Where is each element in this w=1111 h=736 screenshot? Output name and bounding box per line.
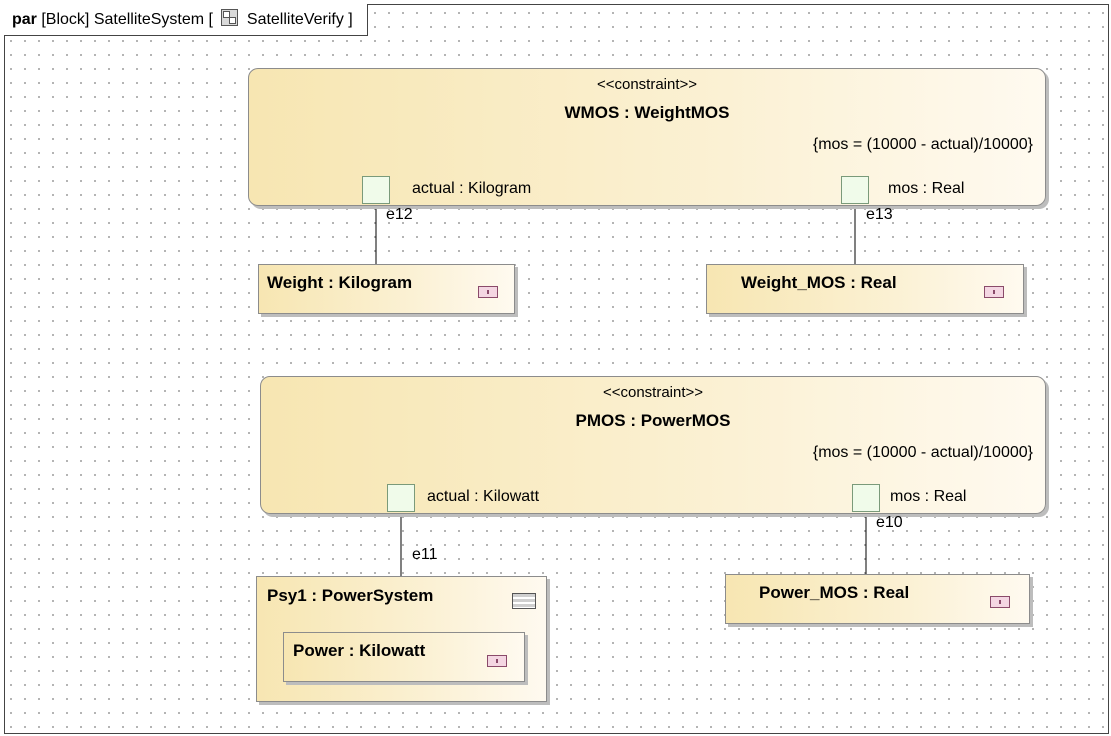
value-property-icon bbox=[478, 286, 498, 298]
value-property-weight[interactable]: Weight : Kilogram bbox=[258, 264, 515, 314]
value-property-power-mos[interactable]: Power_MOS : Real bbox=[725, 574, 1030, 624]
constraint-stereotype: <<constraint>> bbox=[596, 76, 698, 93]
diagram-name: SatelliteVerify bbox=[246, 11, 344, 28]
constraint-expression: {mos = (10000 - actual)/10000} bbox=[812, 136, 1033, 153]
parameter-label: mos : Real bbox=[888, 180, 965, 197]
value-property-power[interactable]: Power : Kilowatt bbox=[283, 632, 525, 682]
diagram-context: [Block] SatelliteSystem [ bbox=[41, 11, 213, 28]
constraint-parameter-port[interactable] bbox=[852, 484, 880, 512]
value-property-icon bbox=[984, 286, 1004, 298]
constraint-name: WMOS : WeightMOS bbox=[564, 103, 730, 122]
parameter-label: actual : Kilowatt bbox=[427, 488, 540, 505]
part-compartment-icon bbox=[512, 593, 536, 609]
constraint-parameter-port[interactable] bbox=[841, 176, 869, 204]
parameter-label: actual : Kilogram bbox=[412, 180, 532, 197]
connector-label: e11 bbox=[412, 546, 438, 563]
part-label: Psy1 : PowerSystem bbox=[267, 586, 434, 605]
constraint-name: PMOS : PowerMOS bbox=[575, 411, 731, 430]
property-label: Power : Kilowatt bbox=[293, 641, 426, 660]
property-label: Weight_MOS : Real bbox=[741, 273, 897, 292]
diagram-kind-keyword: par bbox=[12, 11, 37, 28]
value-property-icon bbox=[487, 655, 507, 667]
value-property-icon bbox=[990, 596, 1010, 608]
connector-label: e10 bbox=[876, 514, 903, 531]
constraint-expression: {mos = (10000 - actual)/10000} bbox=[812, 444, 1033, 461]
diagram-context-close: ] bbox=[348, 11, 353, 28]
property-label: Power_MOS : Real bbox=[759, 583, 910, 602]
connector-label: e13 bbox=[866, 206, 893, 223]
parametric-diagram-icon bbox=[221, 9, 239, 26]
constraint-parameter-port[interactable] bbox=[387, 484, 415, 512]
value-property-weight-mos[interactable]: Weight_MOS : Real bbox=[706, 264, 1024, 314]
connector-label: e12 bbox=[386, 206, 413, 223]
property-label: Weight : Kilogram bbox=[267, 273, 413, 292]
diagram-frame bbox=[4, 4, 1109, 734]
diagram-frame-header[interactable]: par [Block] SatelliteSystem [ SatelliteV… bbox=[4, 4, 368, 36]
constraint-stereotype: <<constraint>> bbox=[602, 384, 704, 401]
parameter-label: mos : Real bbox=[890, 488, 967, 505]
constraint-parameter-port[interactable] bbox=[362, 176, 390, 204]
